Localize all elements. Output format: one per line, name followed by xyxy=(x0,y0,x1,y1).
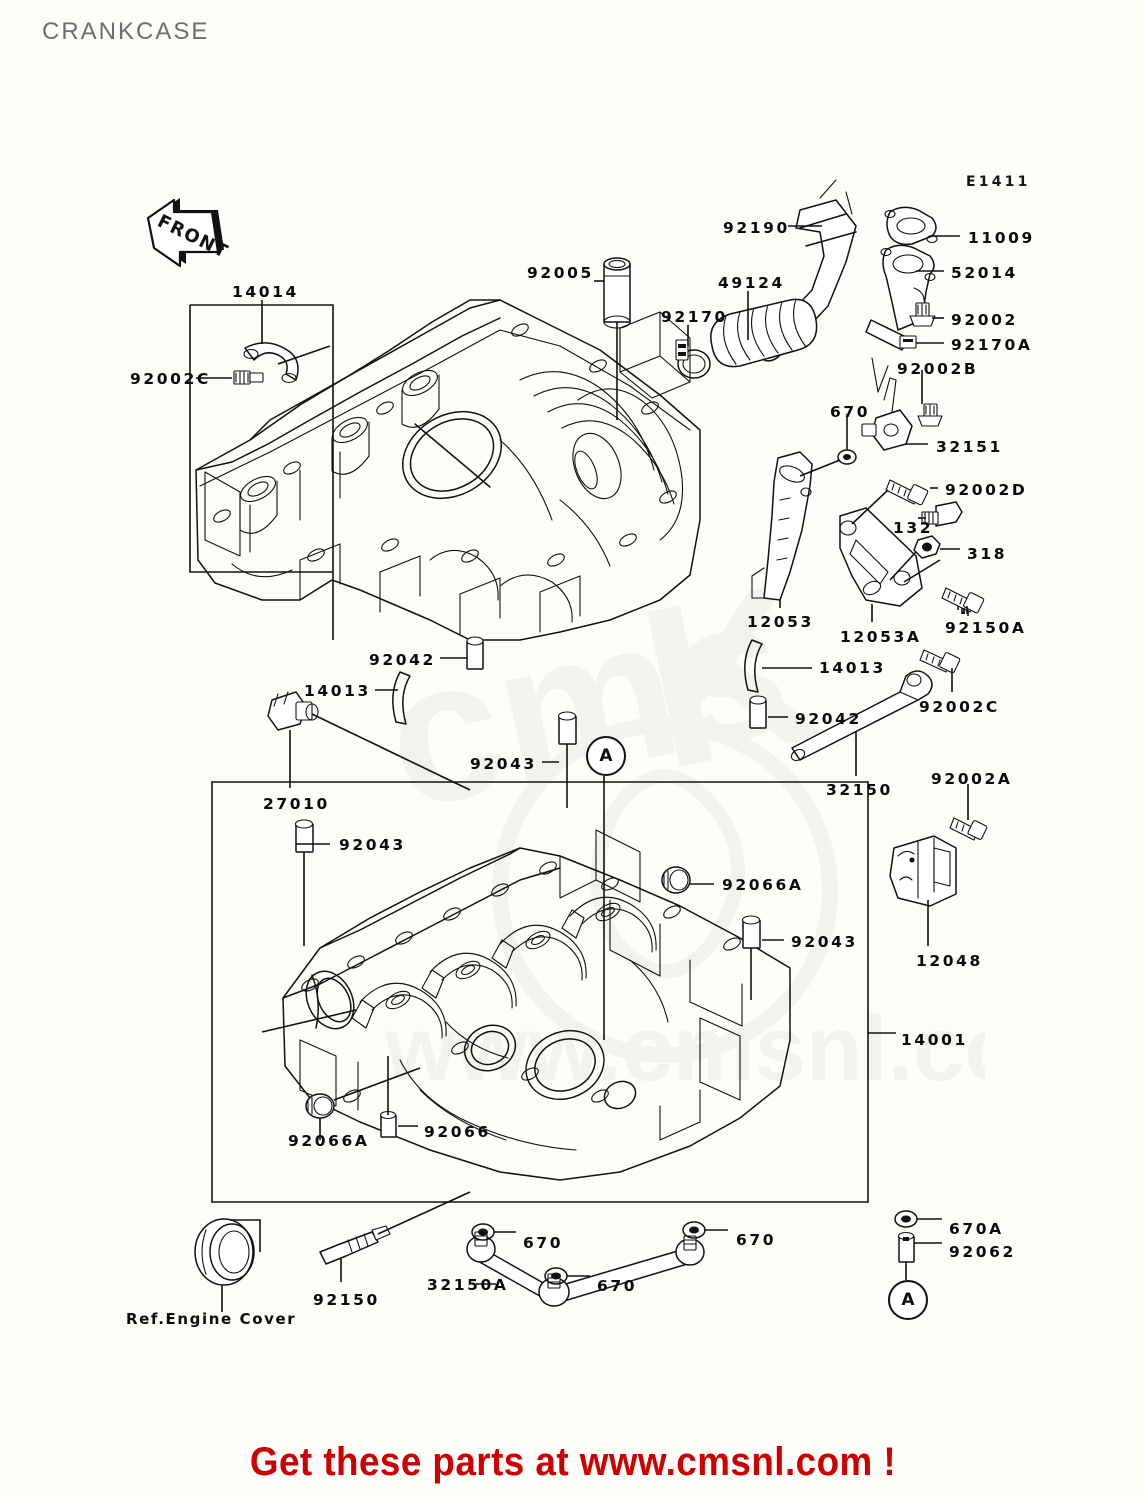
part-callout-92002a: 92002A xyxy=(931,770,1013,788)
marker-circle-a-top: A xyxy=(586,736,626,776)
part-callout-14014: 14014 xyxy=(232,283,299,301)
part-callout-92042: 92042 xyxy=(369,651,436,669)
part-callout-92002d: 92002D xyxy=(945,481,1028,499)
part-callout-92170: 92170 xyxy=(661,308,728,326)
part-callout-670: 670 xyxy=(597,1277,638,1295)
part-callout-12053: 12053 xyxy=(747,613,814,631)
part-callout-92170a: 92170A xyxy=(951,336,1033,354)
part-callout-92150: 92150 xyxy=(313,1291,380,1309)
part-callout-32151: 32151 xyxy=(936,438,1003,456)
part-callout-92066a: 92066A xyxy=(722,876,804,894)
part-callout-670: 670 xyxy=(830,403,871,421)
part-callout-92062: 92062 xyxy=(949,1243,1016,1261)
part-callout-318: 318 xyxy=(967,545,1008,563)
part-callout-52014: 52014 xyxy=(951,264,1018,282)
part-callout-92190: 92190 xyxy=(723,219,790,237)
part-callout-132: 132 xyxy=(893,519,934,537)
part-callout-92002c: 92002C xyxy=(919,698,1000,716)
part-callout-49124: 49124 xyxy=(718,274,785,292)
part-callout-92066a: 92066A xyxy=(288,1132,370,1150)
part-callout-12048: 12048 xyxy=(916,952,983,970)
front-direction-arrow: FRONT xyxy=(146,198,232,268)
part-callout-92066: 92066 xyxy=(424,1123,491,1141)
footer-cta: Get these parts at www.cmsnl.com ! xyxy=(249,1440,897,1484)
part-callout-92043: 92043 xyxy=(470,755,537,773)
part-callout-670: 670 xyxy=(736,1231,777,1249)
part-callout-670: 670 xyxy=(523,1234,564,1252)
part-callout-92043: 92043 xyxy=(791,933,858,951)
part-callout-92005: 92005 xyxy=(527,264,594,282)
part-callout-92043: 92043 xyxy=(339,836,406,854)
part-callout-92002: 92002 xyxy=(951,311,1018,329)
part-callout-27010: 27010 xyxy=(263,795,330,813)
part-callout-92042: 92042 xyxy=(795,710,862,728)
part-callout-14013: 14013 xyxy=(304,682,371,700)
part-callout-32150a: 32150A xyxy=(427,1276,509,1294)
part-callout-670a: 670A xyxy=(949,1220,1004,1238)
part-callout-92002c: 92002C xyxy=(130,370,211,388)
part-callout-14001: 14001 xyxy=(901,1031,968,1049)
page-title: CRANKCASE xyxy=(42,18,210,45)
part-callout-92150a: 92150A xyxy=(945,619,1027,637)
part-callout-92002b: 92002B xyxy=(897,360,979,378)
note-engine-cover-ref: Ref.Engine Cover xyxy=(126,1310,297,1328)
part-callout-32150: 32150 xyxy=(826,781,893,799)
marker-circle-a-bottom: A xyxy=(888,1280,928,1320)
sheet-code: E1411 xyxy=(966,174,1031,190)
part-callout-12053a: 12053A xyxy=(840,628,922,646)
part-callout-14013: 14013 xyxy=(819,659,886,677)
part-callout-11009: 11009 xyxy=(968,229,1035,247)
